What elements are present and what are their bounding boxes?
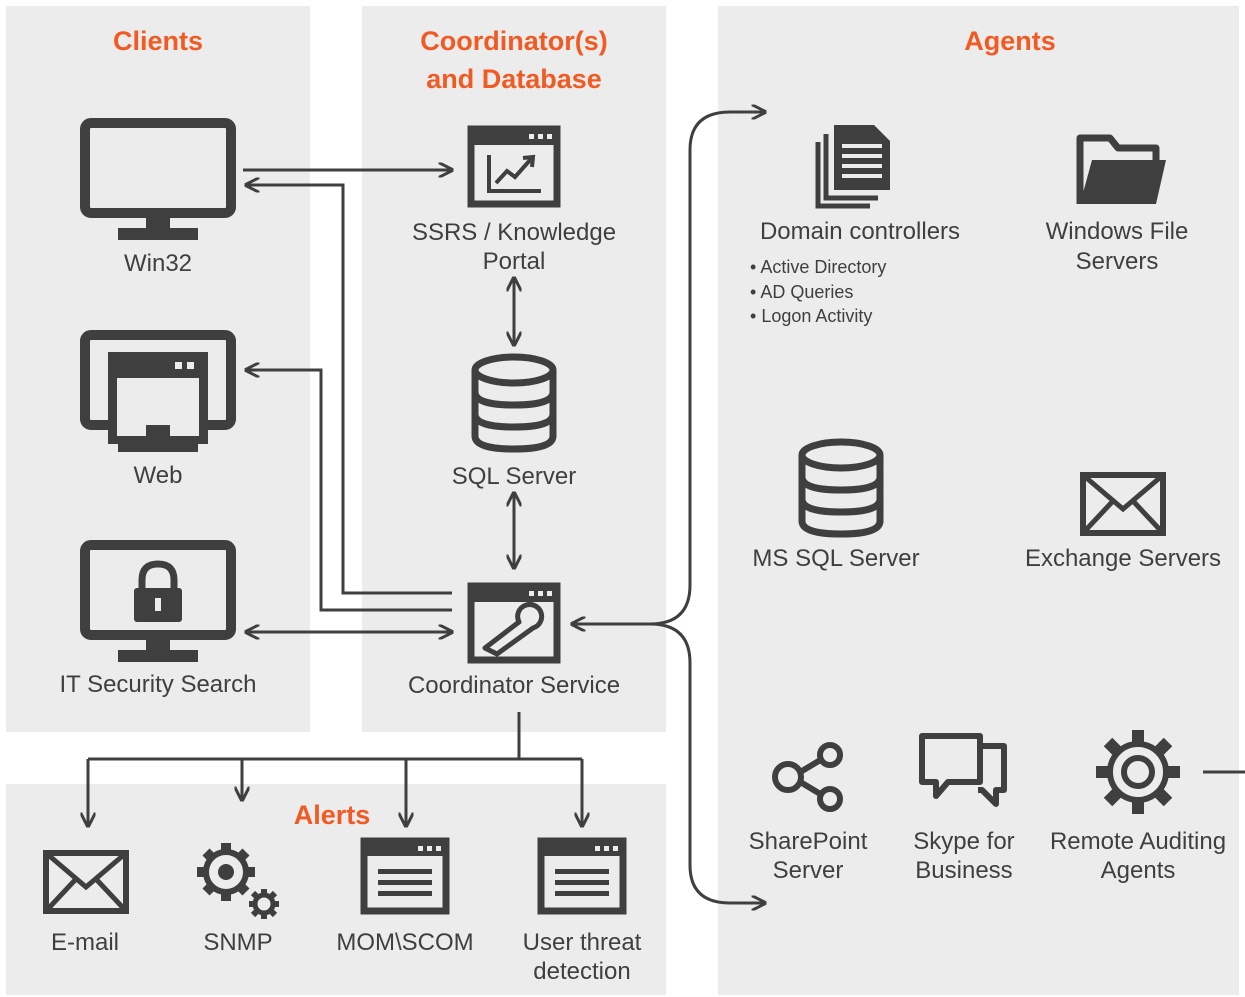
sharepoint-label-line1: SharePoint [748, 828, 868, 855]
gears-icon [197, 843, 279, 919]
coordinator-heading-line2: and Database [426, 64, 602, 94]
skype-label-line2: Business [915, 857, 1013, 884]
uta-list-window-icon [537, 837, 627, 915]
ms-sql-server-label: MS SQL Server [752, 545, 920, 572]
bracket-agents-lower [649, 622, 765, 903]
alerts-heading: Alerts [293, 800, 371, 830]
file-servers-label-line1: Windows File [1045, 218, 1189, 245]
sharepoint-label-line2: Server [772, 857, 844, 884]
arrow-coordinator-to-web [246, 370, 452, 612]
alerts-trunk [88, 712, 582, 761]
email-label: E-mail [50, 929, 119, 956]
mom-scom-label: MOM\SCOM [336, 929, 474, 956]
ms-sql-database-icon [798, 438, 884, 538]
agents-heading: Agents [964, 26, 1056, 56]
lock-monitor-icon [80, 540, 236, 662]
domain-controllers-bullets: Active Directory AD Queries Logon Activi… [750, 255, 886, 329]
user-threat-label-line2: detection [533, 958, 631, 985]
bullet-logon-activity: Logon Activity [750, 304, 886, 329]
it-security-search-label: IT Security Search [59, 671, 257, 698]
wrench-window-icon [467, 582, 561, 664]
database-icon [471, 353, 557, 453]
sql-server-label: SQL Server [451, 463, 577, 490]
win32-label: Win32 [123, 250, 193, 277]
gear-icon [1096, 730, 1180, 814]
bullet-ad-queries: AD Queries [750, 280, 886, 305]
remote-agents-label-line1: Remote Auditing [1049, 828, 1227, 855]
ssrs-label-line2: Portal [482, 248, 546, 275]
documents-icon [815, 125, 890, 209]
bracket-agents [649, 112, 765, 626]
user-threat-label-line1: User threat [522, 929, 642, 956]
mom-list-window-icon [360, 837, 450, 915]
exchange-envelope-icon [1080, 472, 1166, 536]
snmp-label: SNMP [203, 929, 273, 956]
browser-monitor-icon [80, 330, 236, 452]
exchange-servers-label: Exchange Servers [1024, 545, 1222, 572]
skype-label-line1: Skype for [913, 828, 1015, 855]
monitor-icon [80, 118, 236, 240]
email-envelope-icon [43, 850, 129, 914]
domain-controllers-label: Domain controllers [759, 218, 961, 245]
alerts-panel [6, 784, 666, 995]
file-servers-label-line2: Servers [1075, 248, 1159, 275]
clients-heading: Clients [112, 26, 204, 56]
coordinator-service-label: Coordinator Service [407, 672, 621, 699]
share-icon [772, 742, 843, 812]
web-label: Web [133, 462, 183, 489]
chart-window-icon [467, 125, 561, 208]
bullet-active-directory: Active Directory [750, 255, 886, 280]
coordinator-heading-line1: Coordinator(s) [420, 26, 608, 56]
chat-bubbles-icon [919, 733, 1007, 807]
ssrs-label-line1: SSRS / Knowledge [411, 219, 617, 246]
remote-agents-label-line2: Agents [1100, 857, 1176, 884]
folder-icon [1076, 134, 1166, 204]
arrow-coordinator-to-win32 [246, 185, 452, 595]
